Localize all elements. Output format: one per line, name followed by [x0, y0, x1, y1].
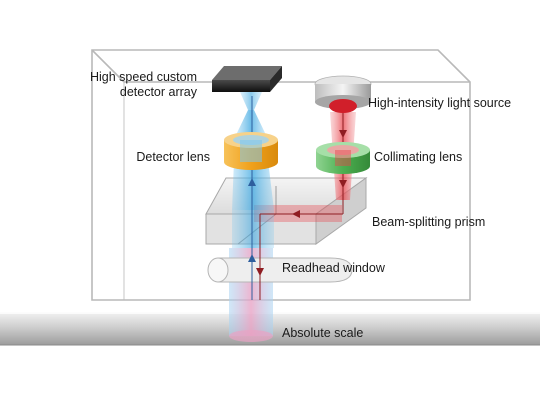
detector-lens-label: Detector lens	[136, 150, 210, 164]
collimating-lens	[316, 142, 370, 174]
light-source-label: High-intensity light source	[368, 96, 512, 110]
prism-label: Beam-splitting prism	[372, 215, 486, 229]
readhead-housing	[91, 49, 471, 301]
detector-array-label-line1: High speed custom	[89, 70, 197, 84]
scale-beam	[229, 248, 273, 342]
absolute-scale-label: Absolute scale	[282, 326, 364, 340]
readhead-window-label: Readhead window	[282, 261, 385, 275]
detector-array-label-line2: detector array	[119, 85, 197, 99]
detector-array	[212, 66, 282, 92]
collimating-lens-label: Collimating lens	[374, 150, 463, 164]
detector-array-label: High speed custom detector array	[90, 70, 197, 100]
light-source-lamp	[314, 75, 372, 113]
detector-lens	[224, 132, 278, 170]
reflected-beam	[232, 92, 274, 300]
